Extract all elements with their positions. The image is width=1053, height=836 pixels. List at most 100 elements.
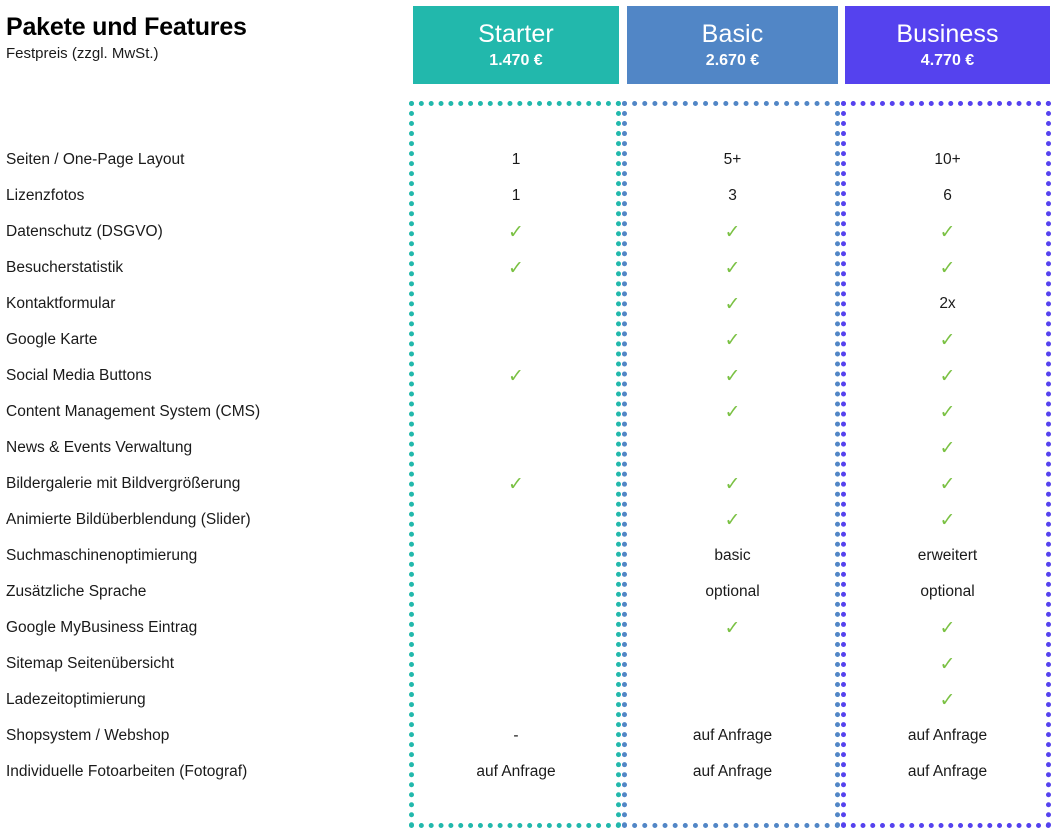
package-name-starter: Starter xyxy=(478,19,554,48)
feature-value-starter xyxy=(413,430,619,466)
feature-value-starter xyxy=(413,574,619,610)
feature-check-starter: ✓ xyxy=(413,358,619,394)
feature-value-basic xyxy=(627,682,838,718)
package-header-basic[interactable]: Basic 2.670 € xyxy=(627,6,838,84)
package-header-starter[interactable]: Starter 1.470 € xyxy=(413,6,619,84)
table-row: Bildergalerie mit Bildvergrößerung ✓ ✓ ✓ xyxy=(0,466,1053,502)
feature-value-business: erweitert xyxy=(917,547,978,564)
package-name-basic: Basic xyxy=(701,19,764,48)
feature-check-business: ✓ xyxy=(845,502,1050,538)
check-icon: ✓ xyxy=(939,617,956,639)
table-row: Google Karte ✓ ✓ xyxy=(0,322,1053,358)
feature-label: Suchmaschinenoptimierung xyxy=(6,547,198,564)
feature-label: Individuelle Fotoarbeiten (Fotograf) xyxy=(6,763,248,780)
check-icon: ✓ xyxy=(939,329,956,351)
feature-value-basic: auf Anfrage xyxy=(692,763,773,780)
feature-value-starter xyxy=(413,286,619,322)
feature-value-basic xyxy=(627,430,838,466)
feature-label: Animierte Bildüberblendung (Slider) xyxy=(6,511,251,528)
feature-check-business: ✓ xyxy=(845,646,1050,682)
check-icon: ✓ xyxy=(724,329,741,351)
check-icon: ✓ xyxy=(724,257,741,279)
package-price-business: 4.770 € xyxy=(920,51,975,69)
table-row: Individuelle Fotoarbeiten (Fotograf) auf … xyxy=(0,754,1053,790)
feature-label: Google Karte xyxy=(6,331,98,348)
dash-icon: - xyxy=(513,727,519,744)
feature-check-business: ✓ xyxy=(845,322,1050,358)
check-icon: ✓ xyxy=(939,509,956,531)
feature-check-basic: ✓ xyxy=(627,250,838,286)
feature-value-business: 6 xyxy=(943,187,952,204)
table-row: Shopsystem / Webshop - auf Anfrage auf Anfr… xyxy=(0,718,1053,754)
feature-check-business: ✓ xyxy=(845,358,1050,394)
feature-value-business: 2x xyxy=(939,295,956,312)
feature-value-starter xyxy=(413,610,619,646)
check-icon: ✓ xyxy=(939,221,956,243)
feature-value-basic: optional xyxy=(705,583,760,600)
feature-check-basic: ✓ xyxy=(627,358,838,394)
feature-check-business: ✓ xyxy=(845,610,1050,646)
feature-value-starter: - xyxy=(413,718,619,754)
feature-label: Lizenzfotos xyxy=(6,187,85,204)
feature-label: Seiten / One-Page Layout xyxy=(6,151,185,168)
feature-value-basic xyxy=(627,646,838,682)
check-icon: ✓ xyxy=(939,689,956,711)
feature-label: Zusätzliche Sprache xyxy=(6,583,147,600)
table-row: Suchmaschinenoptimierung basic erweitert xyxy=(0,538,1053,574)
check-icon: ✓ xyxy=(724,473,741,495)
feature-label: Datenschutz (DSGVO) xyxy=(6,223,163,240)
table-row: Social Media Buttons✓✓✓ xyxy=(0,358,1053,394)
feature-check-business: ✓ xyxy=(845,682,1050,718)
feature-label: Besucherstatistik xyxy=(6,259,124,276)
feature-label: Kontaktformular xyxy=(6,295,116,312)
table-row: Lizenzfotos 1 3 6 xyxy=(0,178,1053,214)
feature-label: Content Management System (CMS) xyxy=(6,403,261,420)
feature-value-starter: 1 xyxy=(511,151,521,168)
table-row: Google MyBusiness Eintrag ✓ ✓ xyxy=(0,610,1053,646)
feature-value-basic: 3 xyxy=(728,187,737,204)
feature-value-basic: basic xyxy=(714,547,751,564)
check-icon: ✓ xyxy=(939,257,956,279)
check-icon: ✓ xyxy=(939,473,956,495)
check-icon: ✓ xyxy=(508,473,524,495)
feature-label: Google MyBusiness Eintrag xyxy=(6,619,198,636)
check-icon: ✓ xyxy=(939,437,956,459)
page-subtitle: Festpreis (zzgl. MwSt.) xyxy=(6,45,159,62)
feature-check-basic: ✓ xyxy=(627,610,838,646)
feature-value-business: auf Anfrage xyxy=(907,727,988,744)
check-icon: ✓ xyxy=(939,401,956,423)
feature-value-starter xyxy=(413,682,619,718)
feature-check-basic: ✓ xyxy=(627,286,838,322)
feature-value-starter: 1 xyxy=(511,187,521,204)
table-row: Kontaktformular ✓ 2x xyxy=(0,286,1053,322)
check-icon: ✓ xyxy=(724,221,741,243)
feature-value-basic: 5+ xyxy=(723,151,742,168)
table-row: Content Management System (CMS)✓✓ xyxy=(0,394,1053,430)
package-header-business[interactable]: Business 4.770 € xyxy=(845,6,1050,84)
feature-value-business: auf Anfrage xyxy=(907,763,988,780)
feature-check-starter: ✓ xyxy=(413,214,619,250)
feature-value-starter xyxy=(413,538,619,574)
table-row: Sitemap Seitenübersicht✓ xyxy=(0,646,1053,682)
feature-label: Ladezeitoptimierung xyxy=(6,691,146,708)
feature-check-basic: ✓ xyxy=(627,322,838,358)
table-title-block: Pakete und Features Festpreis (zzgl. MwS… xyxy=(6,12,396,64)
table-row: Datenschutz (DSGVO) ✓ ✓ ✓ xyxy=(0,214,1053,250)
feature-value-starter xyxy=(413,322,619,358)
feature-label: Bildergalerie mit Bildvergrößerung xyxy=(6,475,241,492)
feature-value-basic: auf Anfrage xyxy=(692,727,773,744)
feature-check-business: ✓ xyxy=(845,466,1050,502)
check-icon: ✓ xyxy=(939,653,956,675)
feature-check-business: ✓ xyxy=(845,214,1050,250)
package-name-business: Business xyxy=(896,19,999,48)
feature-check-basic: ✓ xyxy=(627,502,838,538)
feature-label: News & Events Verwaltung xyxy=(6,439,193,456)
check-icon: ✓ xyxy=(939,365,956,387)
feature-check-business: ✓ xyxy=(845,250,1050,286)
feature-check-basic: ✓ xyxy=(627,214,838,250)
feature-value-starter xyxy=(413,646,619,682)
feature-label: Shopsystem / Webshop xyxy=(6,727,170,744)
